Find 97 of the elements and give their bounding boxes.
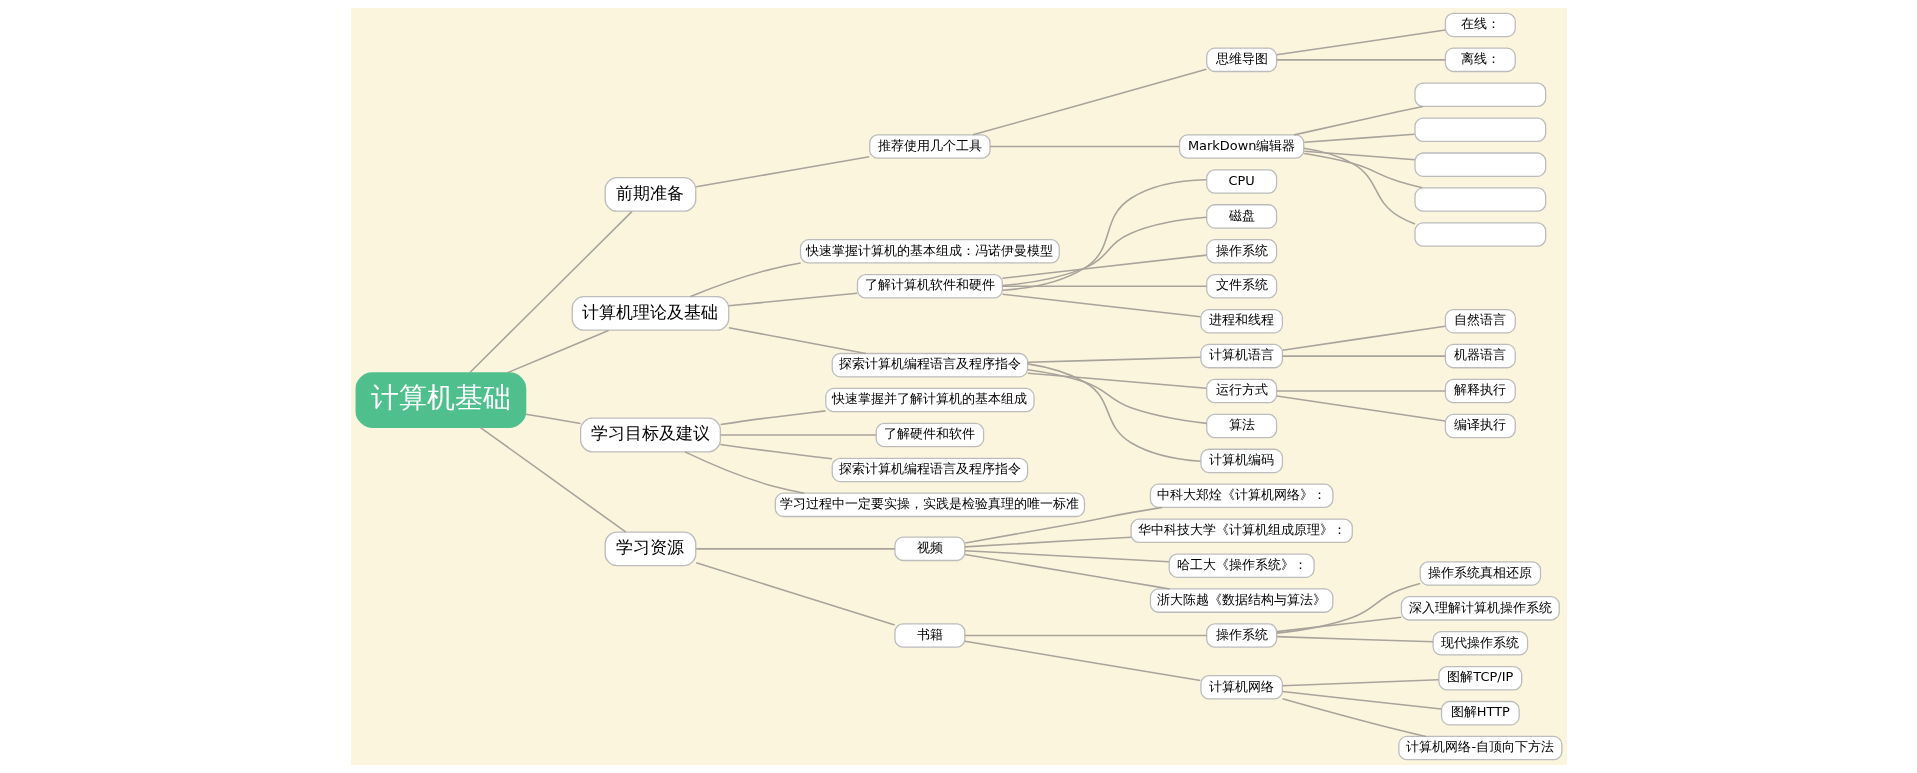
connector bbox=[1001, 254, 1207, 279]
node-box: 计算机网络 bbox=[1199, 674, 1283, 700]
connector bbox=[1001, 285, 1207, 287]
node-box: 计算机基础 bbox=[355, 372, 526, 428]
node-box: 前期准备 bbox=[604, 176, 696, 212]
connector bbox=[478, 426, 626, 533]
node-box: 学习目标及建议 bbox=[579, 417, 721, 453]
node-box: 操作系统真相还原 bbox=[1419, 561, 1541, 586]
node-box bbox=[1413, 82, 1546, 108]
node-box bbox=[1413, 152, 1546, 177]
node-box: 自然语言 bbox=[1444, 308, 1516, 334]
connector bbox=[1275, 29, 1446, 56]
node-box: 了解计算机软件和硬件 bbox=[856, 273, 1003, 299]
connector bbox=[694, 548, 895, 550]
node-box: 图解HTTP bbox=[1440, 700, 1520, 726]
connector bbox=[719, 410, 826, 426]
node-box: CPU bbox=[1205, 169, 1277, 194]
node-box: 磁盘 bbox=[1205, 204, 1277, 229]
connector bbox=[524, 413, 581, 425]
connector bbox=[964, 506, 1163, 544]
node-box: 计算机理论及基础 bbox=[571, 295, 729, 331]
connector bbox=[683, 451, 805, 494]
connector bbox=[1281, 697, 1427, 738]
connector bbox=[505, 329, 609, 374]
connector bbox=[1275, 395, 1446, 422]
node-box: 深入理解计算机操作系统 bbox=[1400, 596, 1560, 621]
node-box: 了解硬件和软件 bbox=[875, 422, 984, 448]
connector bbox=[1001, 293, 1201, 318]
connector bbox=[689, 262, 801, 298]
node-box: 操作系统 bbox=[1205, 623, 1277, 648]
connector bbox=[963, 549, 1170, 563]
connector bbox=[1275, 616, 1402, 633]
connector bbox=[1281, 690, 1442, 710]
node-box: 在线： bbox=[1444, 12, 1516, 38]
node-box: 离线： bbox=[1444, 47, 1516, 73]
node-box: 浙大陈越《数据结构与算法》 bbox=[1149, 588, 1333, 613]
connector bbox=[1275, 390, 1446, 392]
connector bbox=[1275, 59, 1446, 61]
connector bbox=[1281, 355, 1446, 357]
connector bbox=[1302, 152, 1423, 189]
node-box: 探索计算机编程语言及程序指令 bbox=[831, 457, 1028, 483]
node-box: 图解TCP/IP bbox=[1437, 665, 1522, 691]
node-box: 华中科技大学《计算机组成原理》： bbox=[1129, 518, 1353, 544]
node-box: 算法 bbox=[1205, 413, 1277, 439]
node-box: 计算机语言 bbox=[1199, 343, 1283, 369]
connector bbox=[1026, 363, 1201, 463]
connector bbox=[1001, 179, 1207, 291]
connector bbox=[1302, 147, 1416, 225]
connector bbox=[468, 210, 633, 374]
node-box: 运行方式 bbox=[1205, 378, 1277, 404]
node-box: 快速掌握并了解计算机的基本组成 bbox=[824, 387, 1035, 413]
node-box bbox=[1413, 187, 1546, 212]
connector bbox=[1001, 216, 1207, 287]
node-box: 学习资源 bbox=[604, 531, 696, 567]
node-box: 操作系统 bbox=[1205, 239, 1277, 264]
connector bbox=[727, 327, 867, 355]
connector bbox=[694, 156, 870, 188]
connector bbox=[1303, 133, 1415, 143]
connector bbox=[971, 68, 1207, 136]
connector bbox=[719, 434, 877, 436]
connector bbox=[1281, 325, 1446, 352]
node-box: 计算机编码 bbox=[1199, 448, 1283, 474]
connector bbox=[963, 553, 1171, 590]
connector bbox=[1303, 150, 1415, 161]
node-box: 书籍 bbox=[893, 623, 965, 648]
connector bbox=[1275, 582, 1421, 634]
connector bbox=[988, 145, 1180, 148]
node-box: 快速掌握计算机的基本组成：冯诺伊曼模型 bbox=[799, 239, 1060, 264]
connector bbox=[1026, 372, 1207, 389]
node-box: 计算机网络-自顶向下方法 bbox=[1397, 735, 1562, 761]
node-box: 视频 bbox=[893, 536, 965, 562]
node-box: 思维导图 bbox=[1205, 47, 1277, 73]
connector bbox=[963, 640, 1201, 682]
node-box: 推荐使用几个工具 bbox=[868, 134, 991, 159]
node-box: 学习过程中一定要实操，实践是检验真理的唯一标准 bbox=[774, 492, 1085, 518]
connector bbox=[1026, 356, 1201, 364]
node-box: 编译执行 bbox=[1444, 413, 1516, 439]
connector bbox=[694, 562, 895, 626]
node-box: 解释执行 bbox=[1444, 378, 1516, 404]
connector bbox=[963, 536, 1132, 548]
connector bbox=[963, 634, 1207, 637]
node-box bbox=[1413, 117, 1546, 142]
node-box: 探索计算机编程语言及程序指令 bbox=[831, 352, 1028, 378]
node-box bbox=[1413, 222, 1546, 247]
node-box: 现代操作系统 bbox=[1431, 631, 1528, 656]
node-box: 机器语言 bbox=[1444, 343, 1516, 369]
node-box: 进程和线程 bbox=[1199, 308, 1283, 334]
connector bbox=[727, 292, 858, 307]
connector bbox=[1292, 105, 1424, 136]
node-box: MarkDown编辑器 bbox=[1178, 134, 1304, 159]
node-box: 文件系统 bbox=[1205, 273, 1277, 299]
connector bbox=[1275, 635, 1434, 643]
node-box: 中科大郑烇《计算机网络》： bbox=[1149, 483, 1333, 509]
connector bbox=[1281, 679, 1439, 687]
node-box: 哈工大《操作系统》： bbox=[1168, 553, 1315, 578]
connector bbox=[1026, 369, 1207, 425]
connector bbox=[719, 443, 833, 460]
